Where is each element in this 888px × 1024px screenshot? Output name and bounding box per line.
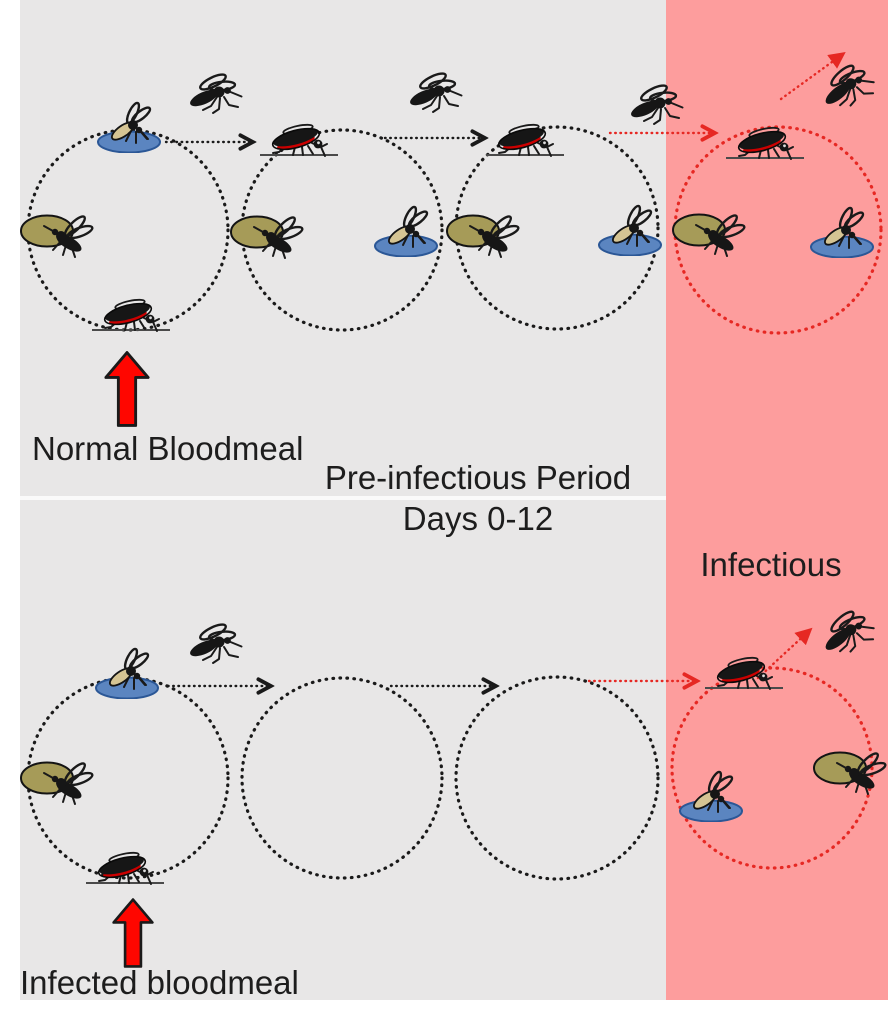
- days-range-label: Days 0-12: [402, 500, 554, 537]
- flying-mosquito-icon: [814, 603, 880, 660]
- dispersal-arrow: [779, 52, 846, 101]
- pre-infectious-period-label: Pre-infectious Period: [324, 459, 632, 496]
- normal-bloodmeal-label: Normal Bloodmeal: [32, 430, 304, 467]
- flying-mosquito-icon: [814, 57, 880, 114]
- panel-divider: [20, 496, 666, 500]
- flying-mosquito-icon: [186, 70, 243, 115]
- host-feeding-icon: [230, 213, 305, 260]
- flying-mosquito-icon: [406, 69, 463, 114]
- oviposition-site-icon: [94, 647, 160, 699]
- host-feeding-icon: [20, 759, 95, 806]
- oviposition-site-icon: [678, 770, 744, 822]
- gonotrophic-cycle-circle: [240, 676, 444, 880]
- host-feeding-icon: [20, 212, 95, 259]
- flying-mosquito-icon: [186, 620, 243, 665]
- bloodfed-mosquito-icon: [725, 124, 805, 160]
- normal-bloodmeal-arrow: [104, 351, 150, 427]
- oviposition-site-icon: [809, 206, 875, 258]
- flying-mosquito-icon: [627, 81, 684, 126]
- oviposition-site-icon: [373, 205, 439, 257]
- infected-bloodmeal-arrow: [112, 898, 154, 968]
- infected-bloodmeal-label: Infected bloodmeal: [20, 964, 299, 1001]
- host-feeding-icon: [672, 211, 747, 258]
- dispersal-arrow: [756, 627, 813, 680]
- gonotrophic-cycle-circle: [454, 675, 660, 881]
- oviposition-site-icon: [597, 204, 663, 256]
- host-feeding-icon: [813, 749, 888, 796]
- oviposition-site-icon: [96, 101, 162, 153]
- infectious-label: Infectious: [700, 546, 842, 583]
- infectious-region: [666, 0, 888, 1000]
- infectious-cycle-circle: [670, 666, 874, 870]
- bloodfed-mosquito-icon: [259, 121, 339, 157]
